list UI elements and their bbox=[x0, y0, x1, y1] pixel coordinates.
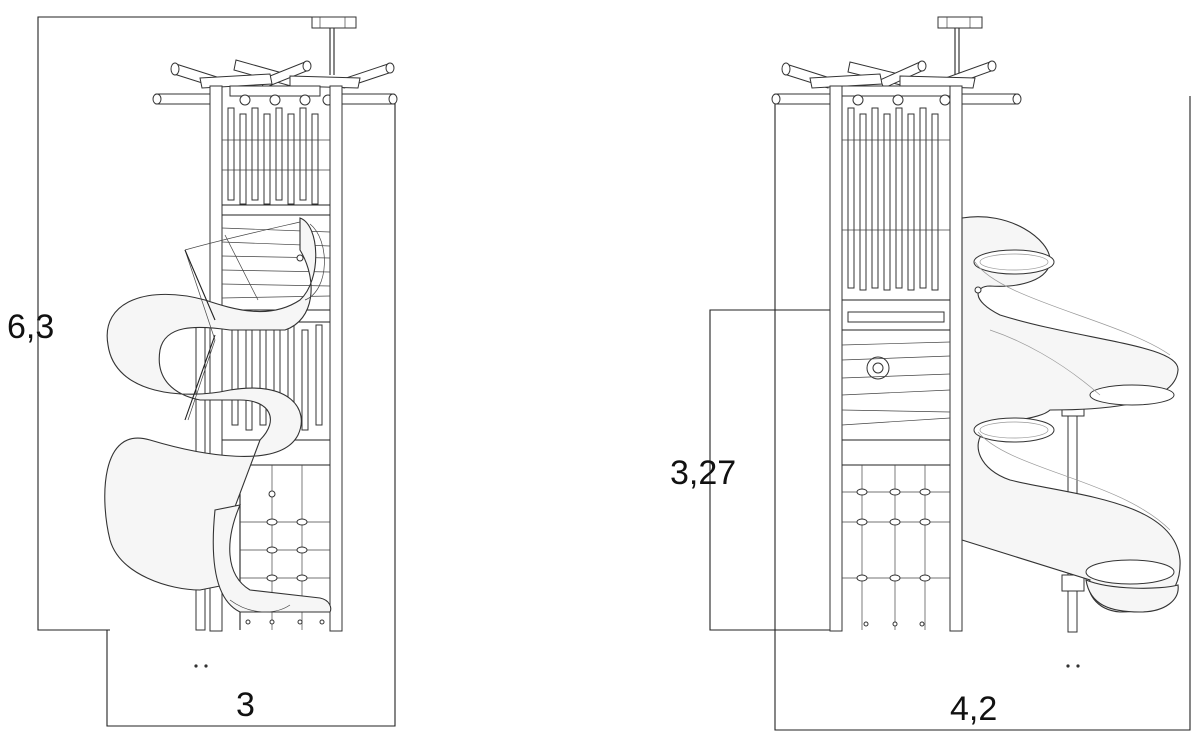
left-roof-logs bbox=[152, 59, 398, 106]
right-roof-logs bbox=[771, 60, 1022, 106]
right-upper-slats bbox=[842, 107, 950, 291]
left-spiral-slide bbox=[104, 217, 332, 613]
left-anchor-point bbox=[194, 664, 198, 668]
right-tower-frame bbox=[829, 85, 963, 632]
right-width-dimension-label: 4,2 bbox=[950, 690, 997, 728]
right-climbing-net bbox=[842, 465, 950, 630]
right-flag-pole bbox=[937, 16, 983, 75]
right-height-dimension-frame bbox=[709, 309, 830, 631]
left-anchor-point bbox=[204, 664, 208, 668]
left-height-dimension-label: 6,3 bbox=[7, 308, 54, 346]
right-planks bbox=[841, 341, 951, 426]
right-spiral-slide bbox=[961, 216, 1181, 613]
left-height-dimension-frame bbox=[37, 16, 330, 631]
left-width-dimension-frame bbox=[106, 96, 396, 727]
right-anchor-point bbox=[1076, 664, 1080, 668]
left-width-dimension-label: 3 bbox=[236, 686, 255, 724]
left-flag-pole bbox=[311, 16, 357, 75]
left-elevation-view bbox=[37, 16, 398, 727]
right-width-dimension-frame bbox=[774, 96, 1191, 731]
right-anchor-point bbox=[1066, 664, 1070, 668]
right-elevation-view bbox=[709, 16, 1191, 731]
left-lower-slats bbox=[231, 324, 323, 431]
right-height-dimension-label: 3,27 bbox=[670, 454, 736, 492]
left-upper-slats bbox=[222, 107, 330, 205]
